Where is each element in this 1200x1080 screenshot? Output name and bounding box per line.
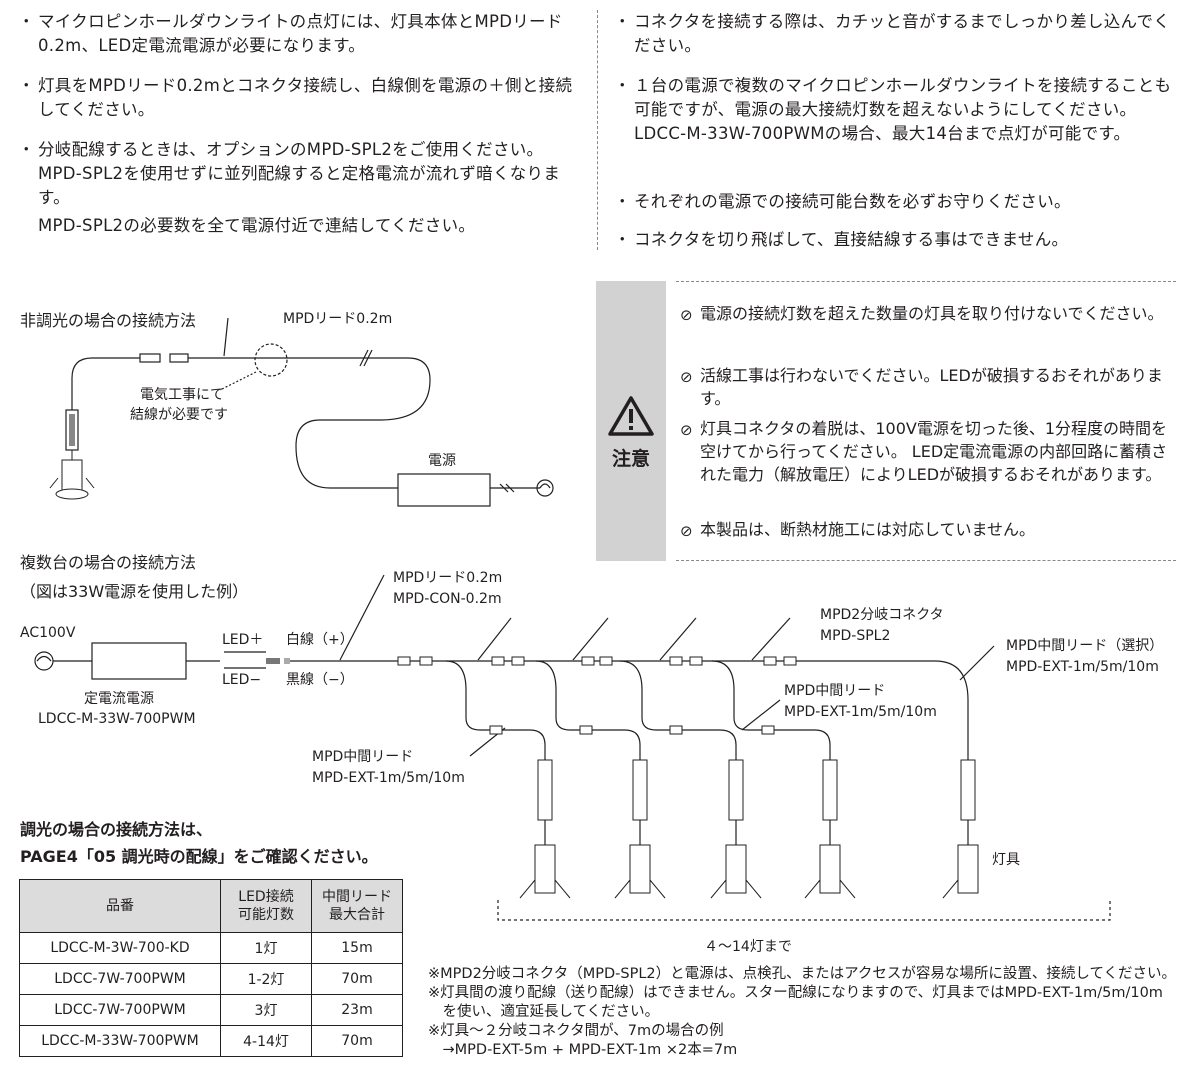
psu-label-line1: 定電流電源	[84, 691, 154, 707]
caution-bottom-rule	[676, 560, 1176, 561]
table-header-row: 品番 LED接続 可能灯数 中間リード 最大合計	[19, 879, 403, 933]
fixture-label: 灯具	[992, 852, 1020, 868]
wiring-note-line1: 電気工事にて	[140, 387, 224, 403]
diagram1-wiring	[49, 317, 554, 507]
fixture-count-label: ４～14灯まで	[704, 939, 792, 955]
note-item: ・ それぞれの電源での接続可能台数を必ずお守りください。	[614, 192, 1071, 211]
cell-count: 1-2灯	[220, 963, 312, 995]
warning-triangle-icon	[608, 396, 654, 436]
note-item: ・ コネクタを切り飛ばして、直接結線する事はできません。	[614, 230, 1069, 249]
ext-select-label-line2: MPD-EXT-1m/5m/10m	[1006, 659, 1159, 675]
header-count: LED接続 可能灯数	[220, 879, 312, 933]
column-divider	[597, 10, 598, 250]
lead-label-line1: MPDリード0.2m	[393, 570, 503, 586]
ext-mid-label-line1: MPD中間リード	[784, 683, 886, 699]
ext-mid-label-line2: MPD-EXT-1m/5m/10m	[784, 704, 937, 720]
table-row: LDCC-M-3W-700-KD 1灯 15m	[19, 932, 403, 964]
cell-model: LDCC-7W-700PWM	[19, 994, 221, 1026]
led-plus-label: LED＋	[222, 632, 264, 648]
psu-label-line2: LDCC-M-33W-700PWM	[38, 711, 196, 727]
black-wire-label: 黒線（−）	[286, 672, 354, 688]
note-item: ・ マイクロピンホールダウンライトの点灯には、灯具本体とMPDリード0.2m、L…	[18, 12, 563, 55]
dimming-line1: 調光の場合の接続方法は、	[20, 820, 213, 839]
footnote-line: ※灯具間の渡り配線（送り配線）はできません。スター配線になりますので、灯具までは…	[428, 985, 1163, 1001]
cell-model: LDCC-M-3W-700-KD	[19, 932, 221, 964]
cell-lead: 23m	[311, 994, 403, 1026]
splitter-label-line2: MPD-SPL2	[820, 628, 891, 644]
power-label: 電源	[428, 453, 456, 469]
footnote-line: →MPD-EXT-5m + MPD-EXT-1m ×2本=7m	[428, 1042, 738, 1058]
ext-low-label-line2: MPD-EXT-1m/5m/10m	[312, 770, 465, 786]
cell-count: 4-14灯	[220, 1025, 312, 1057]
note-item: ・ 灯具をMPDリード0.2mとコネクタ接続し、白線側を電源の＋側と接続してくだ…	[18, 76, 573, 119]
caution-item: ⊘ 本製品は、断熱材施工には対応していません。	[680, 520, 1036, 540]
cell-lead: 70m	[311, 1025, 403, 1057]
ext-select-label-line1: MPD中間リード（選択）	[1006, 638, 1164, 654]
wiring-note-line2: 結線が必要です	[130, 407, 228, 423]
footnotes: ※MPD2分岐コネクタ（MPD-SPL2）と電源は、点検孔、またはアクセスが容易…	[428, 965, 1188, 1060]
footnote-line: ※MPD2分岐コネクタ（MPD-SPL2）と電源は、点検孔、またはアクセスが容易…	[428, 966, 1177, 982]
table-row: LDCC-7W-700PWM 3灯 23m	[19, 994, 403, 1026]
white-wire-label: 白線（+）	[286, 632, 354, 648]
cell-lead: 70m	[311, 963, 403, 995]
ac-label: AC100V	[20, 625, 76, 641]
cell-count: 1灯	[220, 932, 312, 964]
footnote-line: を使い、適宜延長してください。	[428, 1004, 660, 1020]
cell-lead: 15m	[311, 932, 403, 964]
lead-label: MPDリード0.2m	[283, 311, 393, 327]
spec-table: 品番 LED接続 可能灯数 中間リード 最大合計 LDCC-M-3W-700-K…	[19, 879, 403, 1057]
cell-model: LDCC-M-33W-700PWM	[19, 1025, 221, 1057]
note-item: MPD-SPL2の必要数を全て電源付近で連結してください。	[38, 216, 476, 235]
diagram2-title-line1: 複数台の場合の接続方法	[20, 553, 197, 572]
header-lead: 中間リード 最大合計	[311, 879, 403, 933]
note-item: ・ コネクタを接続する際は、カチッと音がするまでしっかり差し込んでください。	[614, 12, 1171, 55]
diagram2-wiring	[34, 574, 1111, 921]
caution-item: ⊘ 灯具コネクタの着脱は、100V電源を切った後、1分程度の時間を空けてから行っ…	[680, 419, 1168, 484]
cell-model: LDCC-7W-700PWM	[19, 963, 221, 995]
table-row: LDCC-7W-700PWM 1-2灯 70m	[19, 963, 403, 995]
caution-top-rule	[676, 281, 1176, 282]
splitter-label-line1: MPD2分岐コネクタ	[820, 607, 944, 623]
footnote-line: ※灯具～２分岐コネクタ間が、7mの場合の例	[428, 1023, 724, 1039]
caution-panel: 注意	[596, 281, 666, 561]
ext-low-label-line1: MPD中間リード	[312, 749, 414, 765]
cell-count: 3灯	[220, 994, 312, 1026]
led-minus-label: LED−	[222, 672, 262, 688]
table-row: LDCC-M-33W-700PWM 4-14灯 70m	[19, 1025, 403, 1057]
diagram2-title-line2: （図は33W電源を使用した例）	[20, 582, 249, 601]
diagram1-title: 非調光の場合の接続方法	[20, 311, 197, 330]
note-item: ・ １台の電源で複数のマイクロピンホールダウンライトを接続することも可能ですが、…	[614, 76, 1172, 143]
caution-item: ⊘ 活線工事は行わないでください。LEDが破損するおそれがあります。	[680, 366, 1163, 408]
caution-heading: 注意	[611, 448, 650, 470]
note-item: ・ 分岐配線するときは、オプションのMPD-SPL2をご使用ください。MPD-S…	[18, 140, 561, 207]
header-model: 品番	[19, 879, 221, 933]
dimming-line2: PAGE4「05 調光時の配線」をご確認ください。	[20, 847, 378, 866]
caution-item: ⊘ 電源の接続灯数を超えた数量の灯具を取り付けないでください。	[680, 304, 1164, 324]
lead-label-line2: MPD-CON-0.2m	[393, 591, 502, 607]
